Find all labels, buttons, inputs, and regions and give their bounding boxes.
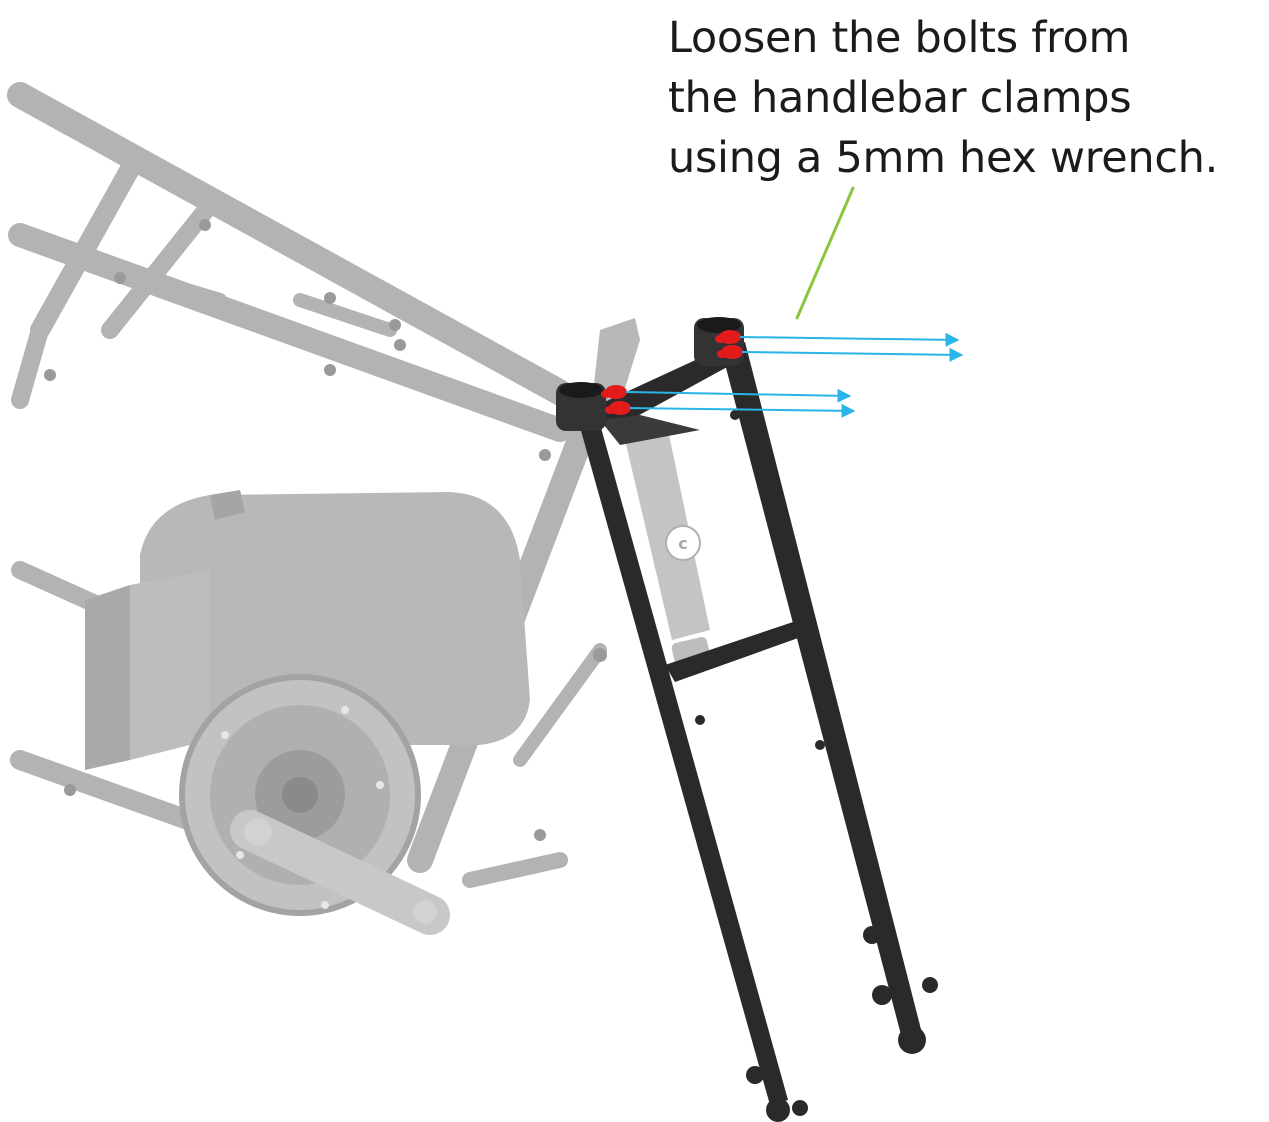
red-bolt-icon: [601, 385, 627, 399]
removal-arrow-icon: [625, 388, 852, 403]
instruction-text: Loosen the bolts from the handlebar clam…: [668, 8, 1258, 188]
red-bolt-icon: [717, 345, 743, 359]
frame-cross-1: [293, 293, 397, 337]
frame-strut-3: [11, 321, 49, 409]
frame-lower-rail: [8, 223, 572, 442]
crankset: [179, 674, 450, 935]
instruction-line-3: using a 5mm hex wrench.: [668, 133, 1218, 183]
battery-pack: [140, 490, 530, 745]
removal-arrow-icon: [739, 332, 960, 347]
fork-assembly: [556, 317, 938, 1122]
callout-leader-line: [795, 186, 855, 320]
left-dropout: [746, 1066, 808, 1122]
fork-lower-crown: [665, 618, 815, 682]
frame-strut-2: [101, 196, 219, 339]
right-dropout: [863, 926, 938, 1054]
fork-left-leg: [578, 417, 788, 1105]
red-bolt-icon: [715, 330, 741, 344]
frame-cross-2: [113, 263, 227, 307]
clamp-bolts: [601, 330, 743, 415]
frame-nubs: [44, 219, 607, 841]
frame-strut-1: [30, 150, 145, 340]
fork-right-leg: [720, 342, 925, 1050]
frame-top-rail: [7, 82, 583, 411]
frame-under-rail: [462, 852, 568, 888]
red-bolt-icon: [605, 401, 631, 415]
c-c-logo-icon: [665, 525, 701, 561]
crank-arm: [230, 810, 450, 935]
frame-seat-stay: [513, 643, 607, 767]
instruction-line-2: the handlebar clamps: [668, 73, 1132, 123]
removal-arrow-icon: [629, 403, 856, 418]
svg-text:c: c: [678, 534, 687, 553]
removal-arrow-icon: [741, 347, 964, 362]
fork-upper-plate: [600, 415, 700, 445]
removal-arrows: [625, 332, 964, 418]
battery-mount: [85, 570, 210, 770]
instruction-line-1: Loosen the bolts from: [668, 13, 1131, 63]
